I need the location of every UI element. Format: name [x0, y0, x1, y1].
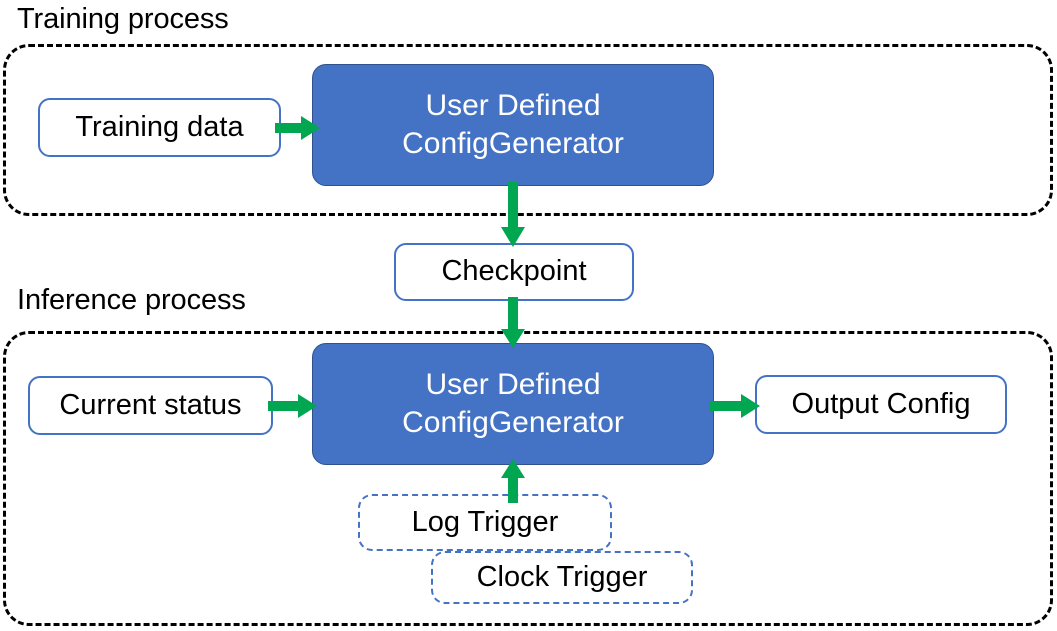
arrow-training-data-to-generator-icon [275, 116, 320, 140]
node-clock-trigger[interactable]: Clock Trigger [431, 551, 693, 604]
arrow-generator-to-output-config-icon [709, 394, 760, 418]
node-current-status[interactable]: Current status [28, 376, 273, 435]
node-generator-training-label-line2: ConfigGenerator [402, 127, 624, 160]
node-current-status-label: Current status [59, 388, 242, 421]
arrow-current-status-to-generator-icon [268, 394, 317, 418]
node-generator-inference-label-line1: User Defined [425, 368, 601, 401]
node-checkpoint-label: Checkpoint [441, 255, 587, 288]
arrow-generator-to-checkpoint-icon [501, 182, 525, 247]
node-generator-inference-label-line2: ConfigGenerator [402, 406, 624, 439]
node-user-defined-config-generator-training[interactable]: User Defined ConfigGenerator [312, 64, 714, 186]
node-training-data-label: Training data [75, 110, 244, 143]
node-generator-training-label-line1: User Defined [425, 89, 601, 122]
arrow-checkpoint-to-generator-icon [501, 297, 525, 348]
arrow-triggers-to-generator-icon [501, 459, 525, 503]
node-output-config[interactable]: Output Config [755, 375, 1007, 434]
node-training-data[interactable]: Training data [38, 98, 281, 157]
training-process-group [3, 44, 1053, 216]
node-log-trigger[interactable]: Log Trigger [358, 494, 612, 551]
training-process-title: Training process [17, 3, 229, 35]
node-clock-trigger-label: Clock Trigger [476, 560, 648, 593]
inference-process-group [3, 331, 1053, 626]
node-log-trigger-label: Log Trigger [411, 505, 559, 538]
node-user-defined-config-generator-inference[interactable]: User Defined ConfigGenerator [312, 343, 714, 465]
node-checkpoint[interactable]: Checkpoint [394, 243, 634, 301]
node-output-config-label: Output Config [791, 387, 971, 420]
inference-process-title: Inference process [17, 284, 246, 316]
